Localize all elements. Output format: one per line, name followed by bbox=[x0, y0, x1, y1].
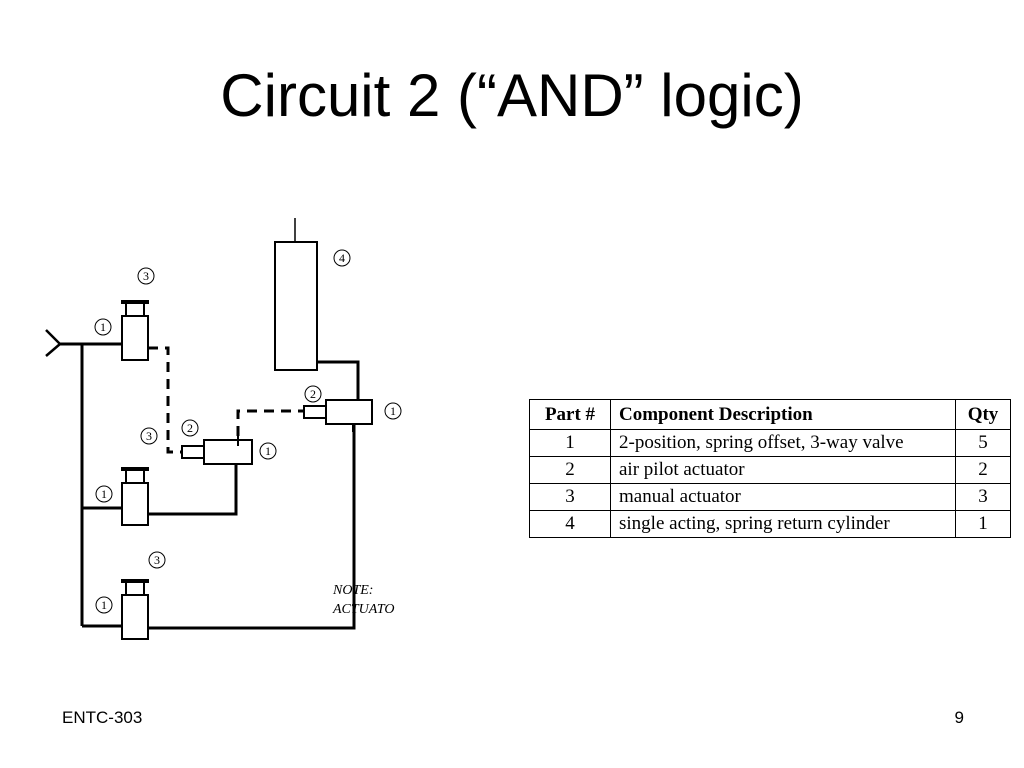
slide-title: Circuit 2 (“AND” logic) bbox=[220, 62, 804, 129]
table-row: 2 air pilot actuator 2 bbox=[529, 456, 1011, 484]
note-line-2: ACTUATO bbox=[332, 602, 394, 617]
manual-actuator-bottom-left bbox=[125, 581, 145, 596]
valve-mid-left bbox=[121, 482, 149, 526]
callout-valve-bottom-left: 1 bbox=[101, 598, 107, 612]
callout-valve-right: 1 bbox=[390, 404, 396, 418]
cell-part: 3 bbox=[529, 483, 611, 511]
callout-pilot-middle: 2 bbox=[187, 421, 193, 435]
table-row: 3 manual actuator 3 bbox=[529, 483, 1011, 511]
valve-top-left bbox=[121, 315, 149, 361]
table-header-row: Part # Component Description Qty bbox=[529, 399, 1011, 430]
callout-valve-mid-left: 1 bbox=[101, 487, 107, 501]
valve-right bbox=[325, 399, 373, 425]
pilot-actuator-right bbox=[303, 405, 327, 419]
pilot-signal-line-2 bbox=[236, 409, 304, 436]
supply-line-middle bbox=[148, 464, 238, 516]
note-line-1: NOTE: bbox=[332, 583, 373, 598]
cell-description: 2-position, spring offset, 3-way valve bbox=[610, 429, 956, 457]
manual-actuator-mid-left bbox=[125, 469, 145, 484]
cell-part: 2 bbox=[529, 456, 611, 484]
manual-actuator-top-left bbox=[125, 302, 145, 317]
callout-pilot-right: 2 bbox=[310, 387, 316, 401]
cell-qty: 2 bbox=[955, 456, 1011, 484]
table-row: 1 2-position, spring offset, 3-way valve… bbox=[529, 429, 1011, 457]
cell-qty: 3 bbox=[955, 483, 1011, 511]
cell-part: 1 bbox=[529, 429, 611, 457]
callout-cylinder: 4 bbox=[339, 251, 345, 265]
cell-description: air pilot actuator bbox=[610, 456, 956, 484]
footer-page-number: 9 bbox=[954, 708, 964, 727]
cell-description: manual actuator bbox=[610, 483, 956, 511]
header-qty: Qty bbox=[955, 399, 1011, 430]
supply-line-bottom bbox=[148, 424, 356, 630]
table-row: 4 single acting, spring return cylinder … bbox=[529, 510, 1011, 538]
cell-qty: 1 bbox=[955, 510, 1011, 538]
pilot-actuator-middle bbox=[181, 445, 205, 459]
cell-qty: 5 bbox=[955, 429, 1011, 457]
header-description: Component Description bbox=[610, 399, 956, 430]
cylinder-supply-line bbox=[317, 360, 360, 400]
cell-part: 4 bbox=[529, 510, 611, 538]
valve-middle bbox=[203, 439, 253, 465]
valve-bottom-left bbox=[121, 594, 149, 640]
footer-course-code: ENTC-303 bbox=[62, 708, 143, 727]
callout-manual-top-left: 3 bbox=[143, 269, 149, 283]
callout-valve-middle: 1 bbox=[265, 444, 271, 458]
pilot-signal-line-1 bbox=[148, 346, 182, 454]
callout-valve-top-left: 1 bbox=[100, 320, 106, 334]
callout-manual-middle: 3 bbox=[146, 429, 152, 443]
cylinder bbox=[274, 241, 318, 371]
supply-symbol bbox=[45, 329, 62, 357]
callout-manual-bottom: 3 bbox=[154, 553, 160, 567]
parts-table: Part # Component Description Qty 1 2-pos… bbox=[529, 399, 1011, 538]
cell-description: single acting, spring return cylinder bbox=[610, 510, 956, 538]
header-part: Part # bbox=[529, 399, 611, 430]
